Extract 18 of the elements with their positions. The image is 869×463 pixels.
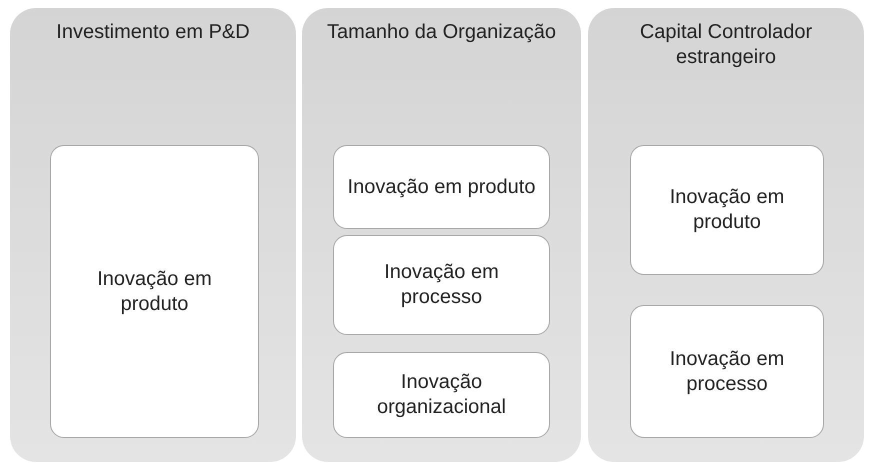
- item-label: Inovação em produto: [346, 174, 536, 200]
- item-box: [333, 352, 550, 438]
- group-panel: [302, 8, 581, 462]
- item-label: Inovação em produto: [96, 266, 213, 316]
- group-panel: [10, 8, 296, 462]
- item-box: [333, 235, 550, 335]
- item-box: [630, 305, 824, 438]
- panel-heading: Tamanho da Organização: [326, 20, 558, 45]
- group-panel: [588, 8, 864, 462]
- panel-heading: Investimento em P&D: [55, 20, 251, 45]
- item-label: Inovação em processo: [383, 260, 500, 310]
- panel-heading: Capital Controlador estrangeiro: [638, 20, 814, 70]
- item-box: [630, 145, 824, 275]
- item-label: Inovação em produto: [668, 185, 786, 235]
- item-label: Inovação organizacional: [376, 370, 507, 420]
- item-box: [333, 145, 550, 229]
- item-box: [50, 145, 259, 438]
- item-label: Inovação em processo: [668, 346, 786, 396]
